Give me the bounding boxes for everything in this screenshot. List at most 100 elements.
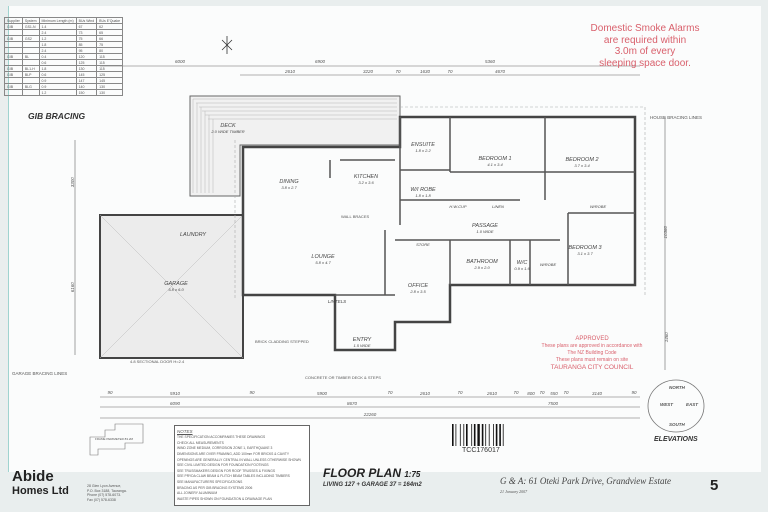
dim-bottom-detail: 70	[539, 390, 545, 395]
note-item: WASTE PIPES SHOWN ON FOUNDATION & DRAINA…	[177, 496, 272, 501]
dim-bottom-detail: 70	[563, 390, 569, 395]
room-laundry: LAUNDRY	[179, 232, 207, 238]
barcode-bar	[488, 424, 490, 446]
barcode-bar	[502, 424, 504, 446]
note-item: SEE CIVIL LIMITED DESIGN FOR FOUNDATION …	[177, 463, 269, 468]
room-store: STORE	[416, 242, 430, 247]
barcode-bar	[452, 424, 454, 446]
dimension-lines	[74, 65, 666, 419]
sheet-number: 5	[710, 477, 719, 494]
plan-title: FLOOR PLAN 1:75	[323, 466, 421, 480]
notes-title: NOTES	[177, 428, 193, 434]
brick-cladding-label: BRICK CLADDING STEPPED	[255, 339, 309, 344]
room-linen: LINEN	[492, 204, 504, 209]
lintels-label: LINTELS	[327, 299, 347, 304]
barcode-bar	[499, 424, 501, 446]
approval-title: APPROVED	[575, 336, 609, 342]
project-address: G & A: 61 Oteki Park Drive, Grandview Es…	[500, 476, 672, 486]
approval-line: The NZ Building Code	[567, 350, 617, 356]
dim-bottom-detail: 90	[107, 390, 113, 395]
bracing-cell	[21, 89, 40, 96]
elevations-compass	[647, 379, 705, 433]
barcode-bar	[471, 424, 473, 446]
elevation-east: EAST	[686, 402, 699, 407]
room-hw-cupboard: H.W.CUP	[449, 204, 467, 209]
roof-outline	[234, 106, 646, 300]
dim-right: 1460	[663, 332, 669, 343]
smoke-line-2: are required within	[603, 34, 687, 46]
dim-bottom-detail: 2610	[419, 391, 431, 396]
dim-bottom-mid: 7500	[547, 401, 559, 406]
approval-line: These plans are approved in accordance w…	[541, 343, 643, 349]
barcode-text: TCC176017	[462, 447, 500, 454]
dim-bottom-detail: 5900	[316, 391, 328, 396]
smoke-line-1: Domestic Smoke Alarms	[590, 23, 700, 34]
dim-bottom-detail: 90	[249, 390, 255, 395]
company-address: 28 Glen Lyon Avenue,P.O. Box 3188, Taura…	[87, 484, 127, 502]
dim-top-detail: 2610	[284, 69, 296, 74]
approval-stamp: APPROVED These plans are approved in acc…	[542, 336, 643, 371]
elevation-north: NORTH	[669, 385, 685, 390]
deck	[189, 95, 401, 197]
barcode-bar	[463, 424, 465, 446]
bracing-cell	[4, 89, 23, 96]
barcode-bar	[459, 424, 461, 446]
dim-top: 6000	[174, 59, 186, 64]
concrete-deck-label: CONCRETE OR TIMBER DECK & STEPS	[305, 375, 381, 380]
north-arrow-icon	[221, 36, 233, 54]
dim-bottom-detail: 5910	[169, 391, 181, 396]
note-item: BRACING AS PER GIB BRACING SYSTEMS 2006	[177, 485, 253, 490]
frame-perimeter-shape	[89, 423, 144, 456]
dim-right: 10380	[663, 225, 669, 239]
bracing-cell: 150	[75, 89, 98, 96]
bracing-cell: 1.2	[38, 89, 77, 96]
dim-top: 6900	[314, 59, 326, 64]
garage-area	[99, 214, 244, 359]
frame-perimeter-label: FRAME PERIMETER 83.2M	[95, 437, 134, 441]
elevation-west: WEST	[660, 402, 673, 407]
barcode-bar	[477, 424, 480, 446]
approval-council: TAURANGA CITY COUNCIL	[550, 364, 634, 371]
elevation-south: SOUTH	[669, 422, 685, 427]
dim-top: 5360	[484, 59, 496, 64]
smoke-alarm-notice: Domestic Smoke Alarms are required withi…	[591, 23, 700, 69]
dim-left: 6160	[69, 282, 75, 293]
sectional-door-label: 4.8 SECTIONAL DOOR H=2.4	[130, 359, 185, 364]
note-item: SEE PRYDA CLAW BEAM & FLITCH BEAM TABLES…	[177, 474, 290, 479]
exterior-walls	[241, 115, 637, 352]
barcode-bar	[485, 424, 487, 446]
note-item: DIMENSIONS ARE OVER FRAMING, ADD 100mm F…	[177, 451, 290, 456]
gib-bracing-title: GIB BRACING	[28, 111, 86, 121]
dim-bottom-detail: 70	[457, 390, 463, 395]
wall-braces-label: WALL BRACES	[341, 214, 370, 219]
dim-bottom-overall: 22260	[363, 412, 377, 417]
plan-date: 21 January 2007	[500, 489, 528, 494]
barcode-bar	[473, 424, 476, 446]
note-item: WIND ZONE MEDIUM, CORROSION ZONE 1, EART…	[177, 446, 273, 451]
dim-bottom-mid: 8670	[346, 401, 358, 406]
smoke-line-3: 3.0m of every	[614, 46, 676, 57]
barcode-bar	[493, 424, 494, 446]
dim-bottom-detail: 800	[527, 391, 535, 396]
house-bracing-label: HOUSE BRACING LINES	[650, 115, 703, 120]
dim-top-detail: 3220	[362, 69, 374, 74]
bracing-cell: 130	[96, 89, 124, 96]
dim-bottom-detail: 550	[550, 391, 558, 396]
company-logo: Abide Homes Ltd	[12, 468, 69, 497]
